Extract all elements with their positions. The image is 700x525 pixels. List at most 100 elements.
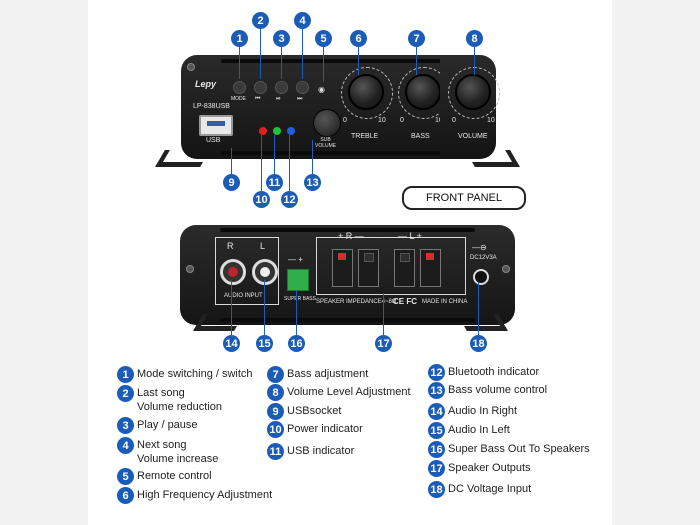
legend-item-text: Mode switching / switch (137, 368, 253, 380)
legend-item-text: Super Bass Out To Speakers (448, 443, 590, 455)
legend-badge: 15 (428, 422, 445, 439)
volume-max: 10 (487, 117, 495, 124)
made-in-label: MADE IN CHINA (422, 299, 468, 305)
leader-line (231, 148, 232, 174)
speaker-terminal-l-pos[interactable] (420, 249, 441, 287)
screw-icon (186, 265, 194, 273)
speaker-terminal-r-neg[interactable] (358, 249, 379, 287)
sub-volume-knob[interactable] (313, 109, 341, 137)
mode-label: MODE (231, 96, 246, 102)
callout-badge: 5 (315, 30, 332, 47)
front-foot-right (465, 150, 520, 167)
legend-item-text: High Frequency Adjustment (137, 489, 273, 501)
callout-badge: 4 (294, 12, 311, 29)
super-bass-polarity: — + (288, 255, 303, 264)
terminal-tab (426, 253, 434, 260)
mode-button[interactable] (233, 81, 246, 94)
legend-item-text: Play / pause (137, 419, 198, 431)
legend-item-text: USBsocket (287, 405, 342, 417)
rca-right-jack[interactable] (220, 259, 246, 285)
leader-line (274, 135, 275, 174)
legend-badge: 4 (117, 437, 134, 454)
leader-line (296, 290, 297, 335)
input-r-label: R (227, 241, 234, 251)
legend-badge: 16 (428, 441, 445, 458)
callout-badge: 17 (375, 335, 392, 352)
terminal-tab (364, 253, 374, 262)
legend-badge: 14 (428, 403, 445, 420)
bass-knob[interactable] (405, 74, 441, 110)
super-bass-terminal[interactable] (287, 269, 309, 291)
leader-line (383, 293, 384, 335)
callout-badge: 2 (252, 12, 269, 29)
callout-badge: 10 (253, 191, 270, 208)
usb-led (273, 127, 281, 135)
legend-badge: 18 (428, 481, 445, 498)
bass-max: 10 (435, 117, 443, 124)
audio-input-label: AUDIO INPUT (224, 293, 263, 299)
dc-input-jack[interactable] (473, 269, 489, 285)
leader-line (478, 282, 479, 335)
legend-badge: 3 (117, 417, 134, 434)
speaker-terminal-l-neg[interactable] (394, 249, 415, 287)
legend-item-text: Audio In Left (448, 424, 510, 436)
leader-line (474, 47, 475, 75)
impedance-label: SPEAKER IMPEDANCE4~8Ω (316, 299, 397, 305)
callout-badge: 13 (304, 174, 321, 191)
legend-item-text: Audio In Right (448, 405, 518, 417)
front-panel-title: FRONT PANEL (402, 186, 526, 210)
volume-min: 0 (452, 117, 456, 124)
ridge (220, 318, 475, 322)
remote-sensor-icon: ◉ (318, 85, 325, 94)
speaker-polarity-l: — L + (398, 231, 422, 241)
legend-badge: 13 (428, 382, 445, 399)
legend-badge: 11 (267, 443, 284, 460)
play-pause-button[interactable] (275, 81, 288, 94)
screw-icon (187, 63, 195, 71)
legend-badge: 8 (267, 384, 284, 401)
leader-line (239, 47, 240, 79)
callout-badge: 16 (288, 335, 305, 352)
previous-button[interactable] (254, 81, 267, 94)
next-button[interactable] (296, 81, 309, 94)
usb-socket[interactable] (199, 115, 233, 136)
callout-badge: 11 (266, 174, 283, 191)
dc-label: DC12V3A (470, 255, 497, 261)
treble-label: TREBLE (351, 133, 379, 140)
legend-item-text: Remote control (137, 470, 212, 482)
speaker-terminal-r-pos[interactable] (332, 249, 353, 287)
legend-badge: 17 (428, 460, 445, 477)
bass-label: BASS (411, 133, 430, 140)
brand-logo: Lepy (195, 79, 217, 89)
next-icon: ⏭ (297, 96, 303, 102)
bass-min: 0 (400, 117, 404, 124)
treble-knob[interactable] (348, 74, 384, 110)
speaker-polarity-r: + R — (338, 231, 364, 241)
rca-left-jack[interactable] (252, 259, 278, 285)
volume-label: VOLUME (458, 133, 488, 140)
volume-knob[interactable] (455, 74, 491, 110)
legend-item-text: Volume Level Adjustment (287, 386, 411, 398)
leader-line (260, 29, 261, 79)
usb-label: USB (206, 137, 221, 144)
super-bass-label: SUPER BASS (284, 296, 316, 302)
callout-badge: 1 (231, 30, 248, 47)
ridge (221, 59, 451, 63)
legend-item-text: DC Voltage Input (448, 483, 532, 495)
dc-symbol-icon: —⊖ (472, 243, 487, 252)
legend-item-text: Bass volume control (448, 384, 548, 396)
bluetooth-led (287, 127, 295, 135)
model-label: LP-838USB (193, 103, 230, 110)
leader-line (264, 280, 265, 335)
leader-line (358, 47, 359, 75)
leader-line (416, 47, 417, 75)
leader-line (312, 140, 313, 174)
legend-badge: 2 (117, 385, 134, 402)
treble-min: 0 (343, 117, 347, 124)
input-frame (215, 237, 279, 305)
power-led (259, 127, 267, 135)
callout-badge: 18 (470, 335, 487, 352)
